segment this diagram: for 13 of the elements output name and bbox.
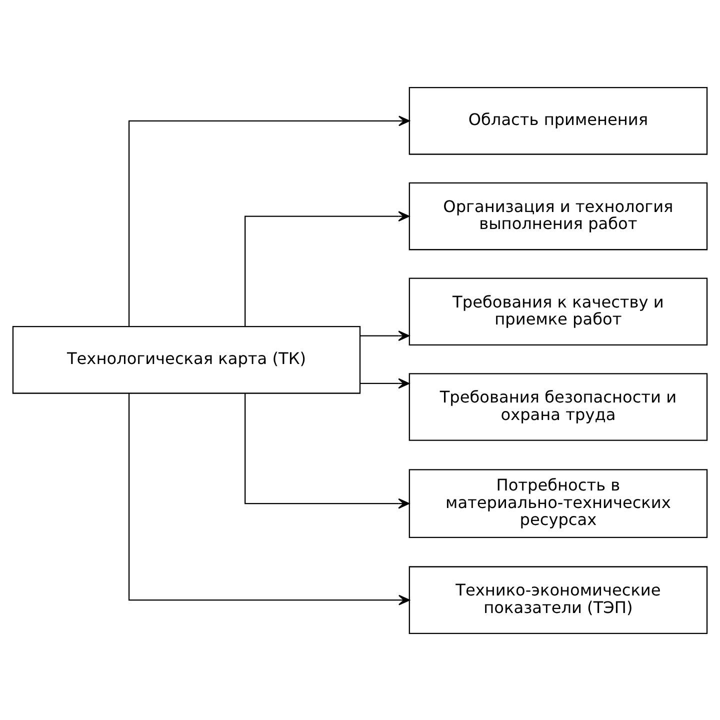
node-box: Технологическая карта (ТК) xyxy=(12,326,361,394)
node-box: Требования к качеству и приемке работ xyxy=(408,277,708,346)
arrow xyxy=(128,115,410,326)
arrow xyxy=(128,392,410,605)
node-box: Область применения xyxy=(408,86,708,154)
node-box: Требования безопасности и охрана труда xyxy=(408,372,708,440)
arrow xyxy=(360,378,410,388)
arrow xyxy=(360,330,410,341)
arrow xyxy=(244,393,410,508)
node-box: Потребность в материально-технических ресурсах xyxy=(408,468,708,538)
node-box: Организация и технология выполнения работ xyxy=(408,182,708,250)
node-box: Технико-экономические показатели (ТЭП) xyxy=(408,566,708,634)
arrow xyxy=(244,210,410,326)
